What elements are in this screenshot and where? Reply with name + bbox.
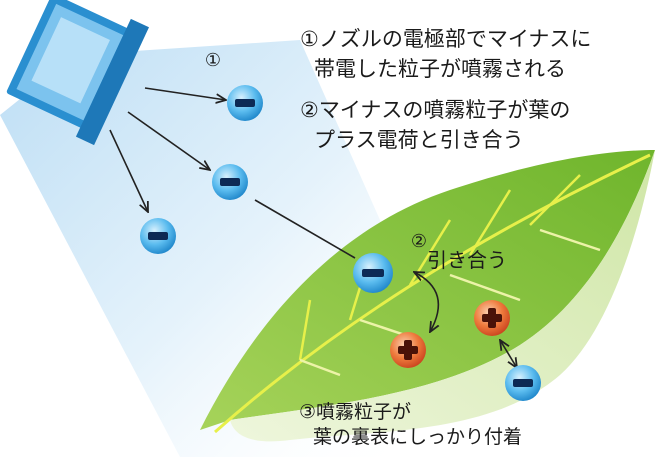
nozzle-icon xyxy=(6,0,149,146)
negative-particle-icon xyxy=(353,253,393,293)
negative-particle-icon xyxy=(212,164,248,200)
step-1-line-2: 帯電した粒子が噴霧される xyxy=(314,57,566,81)
arrow-to-particle-4 xyxy=(254,199,356,259)
step-2-line-1: ②マイナスの噴霧粒子が葉の xyxy=(300,98,571,122)
step-3-line-2: 葉の裏表にしっかり付着 xyxy=(313,426,523,448)
attach-arrow xyxy=(500,340,517,368)
attract-arrow xyxy=(414,272,438,332)
negative-particle-icon xyxy=(227,85,263,121)
step-1-line-1: ①ノズルの電極部でマイナスに xyxy=(300,27,592,51)
step-2-marker: ② xyxy=(410,231,428,252)
step-2-line-2: プラス電荷と引き合う xyxy=(314,128,524,152)
arrow-to-particle-3 xyxy=(109,129,148,212)
step-1-marker: ① xyxy=(204,50,222,71)
positive-particle-icon xyxy=(390,332,426,368)
step-1-caption: ①ノズルの電極部でマイナスに 帯電した粒子が噴霧される xyxy=(300,24,591,84)
step-3-caption: ③噴霧粒子が 葉の裏表にしっかり付着 xyxy=(299,400,522,450)
positive-particle-icon xyxy=(474,300,510,336)
negative-particle-icon xyxy=(505,365,541,401)
arrow-to-particle-1 xyxy=(144,87,226,100)
negative-particle-icon xyxy=(140,218,176,254)
step-3-line-1: ③噴霧粒子が xyxy=(299,401,412,423)
step-2-caption: ②マイナスの噴霧粒子が葉の プラス電荷と引き合う xyxy=(300,95,570,155)
arrow-to-particle-2 xyxy=(127,111,210,170)
attract-label: 引き合う xyxy=(427,248,507,272)
